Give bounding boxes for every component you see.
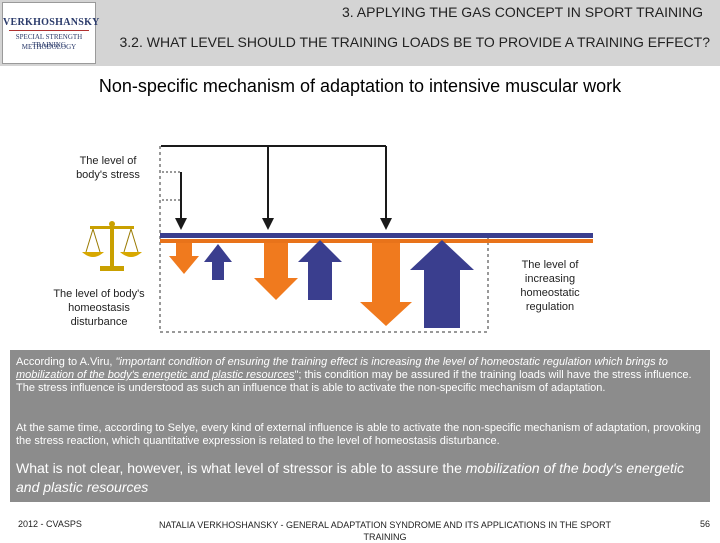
label-body-stress: The level of body's stress <box>76 155 140 181</box>
blue-arrow-large <box>410 240 474 328</box>
logo-line-1: VERKHOSHANSKY <box>3 17 100 28</box>
scales-icon <box>82 221 142 271</box>
orange-arrow-large <box>360 243 412 326</box>
baseline-blue-bar <box>160 233 593 238</box>
blue-arrow-small <box>204 244 232 280</box>
logo-line-3: METHODOLOGY <box>21 43 77 51</box>
baseline-orange-bar <box>160 239 593 243</box>
slide-footer: 2012 - CVASPS NATALIA VERKHOSHANSKY - GE… <box>0 512 720 542</box>
paragraph-viru: According to A.Viru, "important conditio… <box>16 356 704 395</box>
orange-arrow-medium <box>254 243 298 300</box>
stress-arrows <box>161 145 392 230</box>
paragraph-viru-intro: According to A.Viru, <box>16 356 116 368</box>
footer-left: 2012 - CVASPS <box>18 519 82 529</box>
paragraph-selye: At the same time, according to Selye, ev… <box>16 422 701 447</box>
adaptation-diagram <box>82 145 593 333</box>
slide-title: Non-specific mechanism of adaptation to … <box>98 76 622 96</box>
disturbance-arrows <box>169 243 412 326</box>
slide-header: VERKHOSHANSKY SPECIAL STRENGTH TRAINING … <box>0 0 720 66</box>
paragraph-question-lead: What is not clear, however, is what leve… <box>16 460 466 476</box>
section-title: 3. APPLYING THE GAS CONCEPT IN SPORT TRA… <box>342 4 703 20</box>
paragraph-question: What is not clear, however, is what leve… <box>16 459 704 497</box>
label-homeostasis-disturbance: The level of body's homeostasis disturba… <box>53 288 145 328</box>
paragraph-question-emphasis: mobilization of the body's energetic and… <box>16 460 685 495</box>
subsection-title: 3.2. WHAT LEVEL SHOULD THE TRAINING LOAD… <box>119 34 711 50</box>
regulation-arrows <box>204 240 474 328</box>
blue-arrow-medium <box>298 240 342 300</box>
page-number: 56 <box>699 519 710 529</box>
label-homeostatic-regulation: The level of increasing homeostatic regu… <box>520 259 580 313</box>
orange-arrow-small <box>169 243 199 274</box>
paragraph-viru-underlined: mobilization of the body's energetic and… <box>16 369 295 381</box>
logo-line-2: SPECIAL STRENGTH TRAINING <box>15 33 83 49</box>
verkhoshansky-logo: VERKHOSHANSKY SPECIAL STRENGTH TRAINING … <box>2 2 100 64</box>
explanation-text-box: According to A.Viru, "important conditio… <box>10 350 710 502</box>
paragraph-viru-quote: "important condition of ensuring the tra… <box>115 356 668 368</box>
footer-middle: NATALIA VERKHOSHANSKY - GENERAL ADAPTATI… <box>159 520 611 542</box>
logo-divider <box>9 30 89 31</box>
paragraph-viru-rest: "; this condition may be assured if the … <box>16 369 692 394</box>
